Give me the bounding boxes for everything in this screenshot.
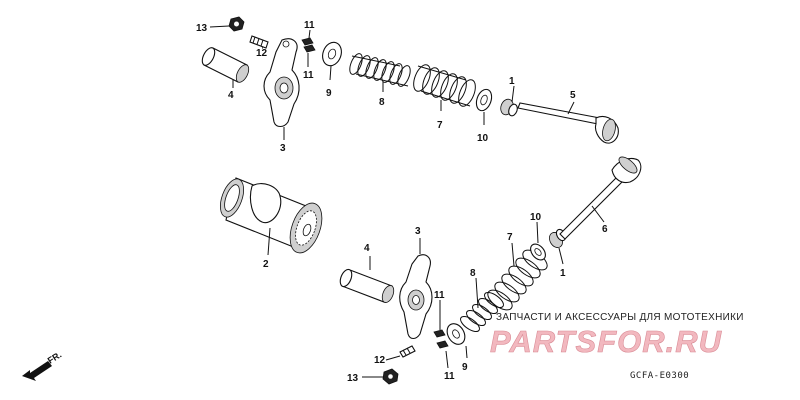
- rocker-shaft-4-top: [201, 47, 250, 83]
- adjusting-screw-12-top: [249, 35, 269, 49]
- spring-seat-10-top: [475, 88, 493, 112]
- callout-10-top: 10: [477, 133, 489, 144]
- callout-12-bottom: 12: [374, 355, 386, 366]
- callout-4-top: 4: [228, 90, 234, 101]
- rocker-arm-3-bottom: [399, 254, 433, 340]
- watermark-logo: PARTSFOR.RU: [490, 324, 723, 359]
- callout-2: 2: [263, 259, 269, 270]
- callout-6: 6: [602, 224, 608, 235]
- callout-11-bottom-b: 11: [444, 371, 455, 382]
- valve-cotter-11-top: [301, 37, 316, 53]
- callout-1-bottom: 1: [560, 268, 566, 279]
- camshaft-2: [219, 177, 323, 254]
- stem-seal-1-top: [500, 98, 518, 117]
- rocker-shaft-4-bottom: [339, 268, 395, 303]
- callout-11-top-a: 11: [304, 20, 315, 31]
- callout-1-top: 1: [509, 76, 515, 87]
- spring-seat-10-bottom: [530, 243, 546, 261]
- nut-13-top: [228, 16, 245, 32]
- callout-12-top: 12: [256, 48, 268, 59]
- callout-3-top: 3: [280, 143, 286, 154]
- callout-11-bottom-a: 11: [434, 290, 445, 301]
- callout-10-bottom: 10: [530, 212, 542, 223]
- callout-8-bottom: 8: [470, 268, 476, 279]
- front-arrow-label: FR.: [46, 350, 64, 366]
- valve-spring-8-bottom: [460, 291, 504, 333]
- callout-8-top: 8: [379, 97, 385, 108]
- valve-cotter-11-bottom: [433, 329, 449, 349]
- valve-spring-7-top: [413, 64, 476, 107]
- valve-6: [559, 156, 642, 240]
- watermark-tagline: ЗАПЧАСТИ И АКСЕССУАРЫ ДЛЯ МОТОТЕХНИКИ: [496, 312, 744, 323]
- callout-9-bottom: 9: [462, 362, 468, 373]
- valve-spring-8-top: [349, 53, 411, 87]
- callout-7-bottom: 7: [507, 232, 513, 243]
- valve-spring-7-bottom: [487, 249, 548, 311]
- nut-13-bottom: [382, 368, 399, 385]
- callout-5: 5: [570, 90, 576, 101]
- callout-13-bottom: 13: [347, 373, 359, 384]
- rocker-arm-3-top: [263, 38, 300, 128]
- callout-9-top: 9: [326, 88, 332, 99]
- spring-retainer-9-bottom: [446, 323, 466, 345]
- callout-11-top-b: 11: [303, 70, 314, 81]
- callout-7-top: 7: [437, 120, 443, 131]
- spring-retainer-9-top: [322, 41, 342, 67]
- callout-4-bottom: 4: [364, 243, 370, 254]
- callout-13-top: 13: [196, 23, 208, 34]
- diagram-code: GCFA-E0300: [630, 371, 689, 381]
- front-direction-arrow: [22, 361, 52, 381]
- valve-5: [517, 102, 619, 144]
- callout-3-bottom: 3: [415, 226, 421, 237]
- adjusting-screw-12-bottom: [399, 345, 416, 358]
